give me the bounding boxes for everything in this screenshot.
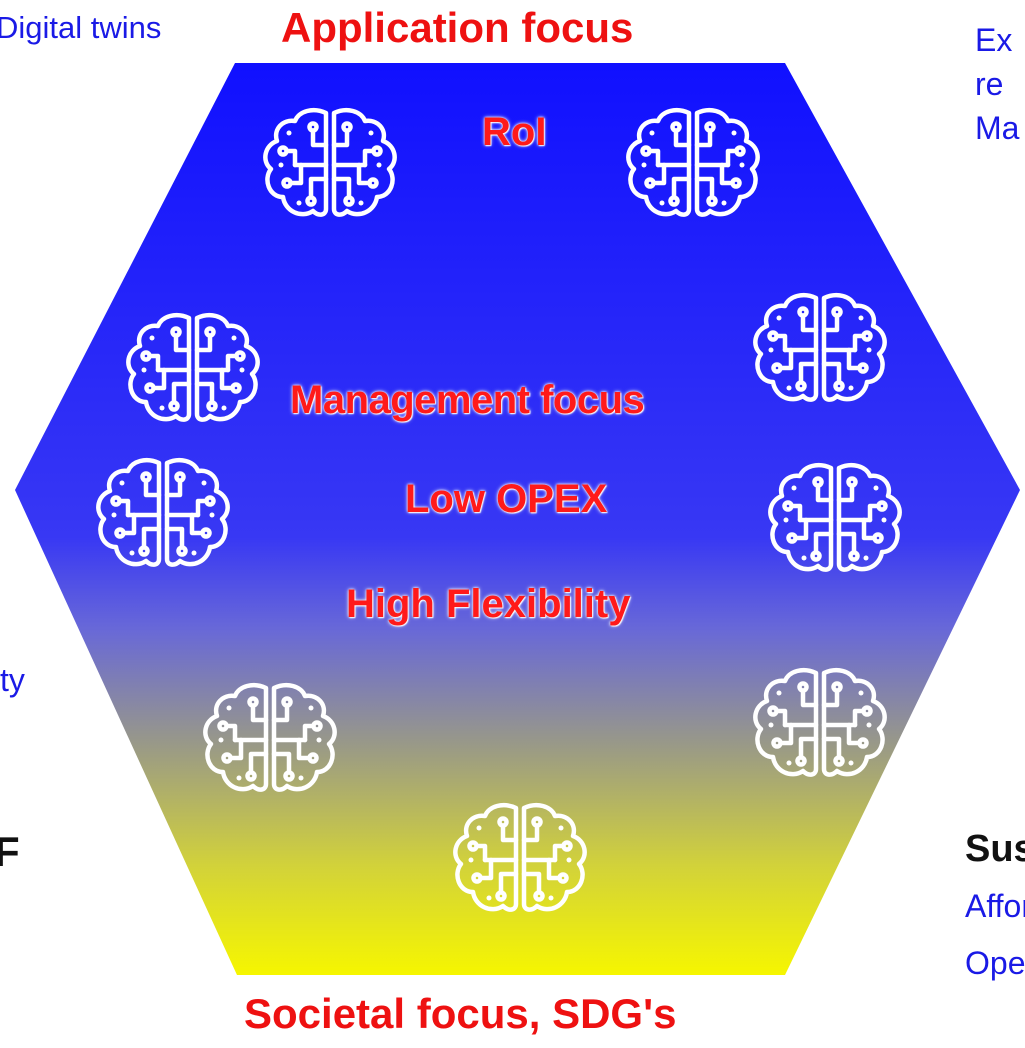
digital-twins-label: Digital twins [0, 10, 162, 45]
management-focus-label: Management focus [290, 378, 645, 422]
right-heading: Sust [965, 828, 1025, 870]
brain-circuit-icon [118, 310, 268, 430]
top-right-line-3: Ma [975, 110, 1020, 146]
brain-circuit-icon [745, 290, 895, 410]
roi-label: RoI [482, 110, 547, 154]
top-right-text: Ex re Ma [975, 18, 1019, 150]
brain-circuit-icon [255, 105, 405, 225]
top-right-line-2: re [975, 66, 1004, 102]
left-partial-heading: F [0, 828, 20, 875]
brain-circuit-icon [745, 665, 895, 785]
application-focus-title: Application focus [281, 4, 634, 51]
high-flexibility-label: High Flexibility [346, 582, 631, 626]
right-line-1: Afford [965, 888, 1025, 924]
brain-circuit-icon [88, 455, 238, 575]
societal-focus-title: Societal focus, SDG's [244, 990, 677, 1037]
left-partial-text: ty [0, 662, 25, 698]
top-right-line-1: Ex [975, 22, 1013, 58]
brain-circuit-icon [445, 800, 595, 920]
brain-circuit-icon [618, 105, 768, 225]
brain-circuit-icon [195, 680, 345, 800]
low-opex-label: Low OPEX [405, 477, 608, 521]
right-line-2: Open [965, 945, 1025, 981]
brain-circuit-icon [760, 460, 910, 580]
